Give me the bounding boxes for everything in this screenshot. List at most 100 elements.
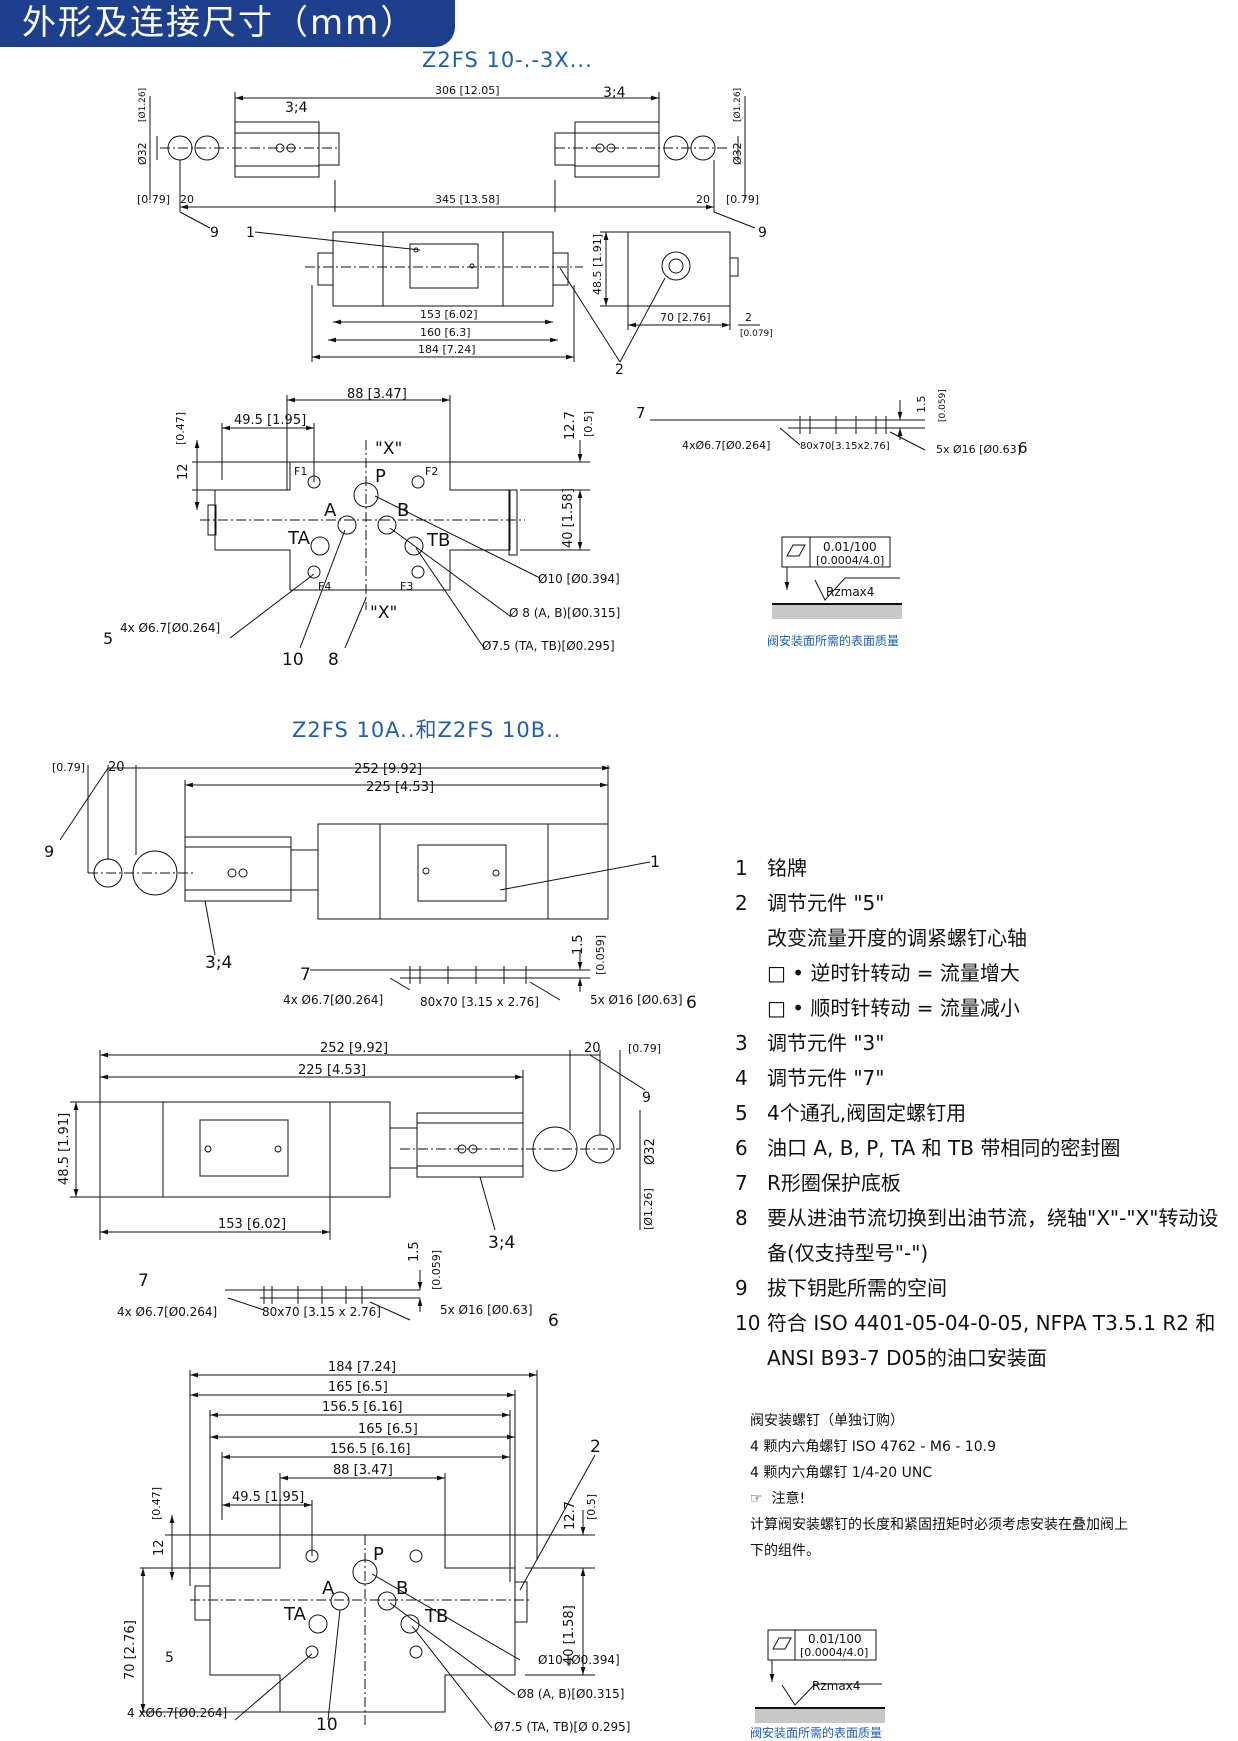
s1-dim-160: 160 [6.3]	[420, 326, 471, 339]
s1-port-face	[192, 395, 590, 649]
s2-top-view	[59, 765, 651, 956]
s1-dim-495: 49.5 [1.95]	[234, 413, 306, 428]
section2-title: Z2FS 10A..和Z2FS 10B..	[292, 718, 562, 742]
s1-dim-40: 40 [1.58]	[561, 488, 576, 548]
s1-plate-label-6: 6	[1018, 439, 1028, 457]
mounting-notes: 阀安装螺钉（单独订购） 4 颗内六角螺钉 ISO 4762 - M6 - 10.…	[750, 1408, 1128, 1564]
s1-port-a	[337, 515, 357, 535]
s1-label-9a: 9	[210, 225, 219, 241]
s1-label-5: 5	[103, 629, 113, 648]
s1-dim-d126a: [Ø1.26]	[137, 88, 148, 122]
s2-mid-view	[70, 1050, 646, 1240]
s1-dim-153: 153 [6.02]	[420, 308, 478, 321]
s2-plate1-80x70: 80x70 [3.15 x 2.76]	[420, 995, 539, 1009]
s1-axis-x-top: "X"	[375, 439, 402, 459]
s2-bot-port-ta: TA	[283, 1604, 307, 1625]
s1-surface-caption: 阀安装面所需的表面质量	[767, 634, 900, 648]
s2-bot-port-p: P	[373, 1544, 384, 1565]
s1-label-1: 1	[246, 225, 255, 241]
s2-bot-dim-1565a: 156.5 [6.16]	[322, 1400, 402, 1415]
s1-axis-x-bottom: "X"	[370, 603, 397, 623]
s2-bot-dim-4x: 4 xØ6.7[Ø0.264]	[127, 1706, 227, 1720]
s1-plate-80x70: 80x70[3.15x2.76]	[800, 441, 890, 452]
s1-label-8: 8	[328, 650, 339, 670]
s2-label-1: 1	[650, 852, 660, 871]
s2-plate2-15: 1.5	[407, 1241, 422, 1262]
s1-dim-4x: 4x Ø6.7[Ø0.264]	[120, 621, 220, 635]
s2-bot-dim-1565b: 156.5 [6.16]	[330, 1442, 410, 1457]
s1-dim-0079: [0.079]	[740, 329, 773, 339]
s2-mid-dim-d126: [Ø1.26]	[642, 1188, 655, 1230]
s2-bot-dim-05: [0.5]	[585, 1494, 598, 1520]
s2-plate1-059: [0.059]	[594, 935, 607, 975]
s2-plate1-4x: 4x Ø6.7[Ø0.264]	[283, 993, 383, 1007]
pointing-hand-icon: ☞	[750, 1491, 763, 1507]
legend-item: □ • 逆时针转动 = 流量增大	[767, 961, 1020, 985]
s2-bot-dim-88: 88 [3.47]	[333, 1463, 393, 1478]
s2-bot-dim-d10: Ø10 [Ø0.394]	[538, 1653, 620, 1667]
s2-mid-dim-485: 48.5 [1.91]	[57, 1113, 72, 1185]
s1-label-9b: 9	[758, 225, 767, 241]
s1-dim-05: [0.5]	[582, 411, 595, 437]
notes-line: 计算阀安装螺钉的长度和紧固扭矩时必须考虑安装在叠加阀上	[750, 1517, 1128, 1533]
s2-mid-dim-252: 252 [9.92]	[320, 1041, 388, 1056]
s1-dim-306: 306 [12.05]	[435, 84, 500, 97]
s2-plate2-80x70: 80x70 [3.15 x 2.76]	[262, 1305, 381, 1319]
s1-front-view	[254, 231, 666, 363]
s2-plate2-4x: 4x Ø6.7[Ø0.264]	[117, 1305, 217, 1319]
s1-dim-d8: Ø 8 (A, B)[Ø0.315]	[509, 606, 620, 620]
s1-plate-label-7: 7	[636, 404, 646, 422]
s2-label-34: 3;4	[205, 953, 232, 973]
s1-label-34a: 3;4	[285, 100, 308, 116]
s2-dim-225: 225 [4.53]	[366, 780, 434, 795]
s1-dim-2: 2	[745, 311, 752, 324]
s2-bot-port-a: A	[322, 1578, 335, 1599]
s2-plate1-5x: 5x Ø16 [Ø0.63]	[590, 993, 683, 1007]
s1-dim-d32a: Ø32	[136, 142, 149, 165]
s1-port-label-b: B	[397, 500, 409, 521]
s2-bot-dim-127: 12.7	[563, 1501, 578, 1530]
s2-bot-label-10: 10	[316, 1715, 338, 1735]
s2-plate2-059: [0.059]	[430, 1250, 443, 1290]
s1-dim-20b: 20	[696, 193, 710, 206]
s1-label-34b: 3;4	[603, 85, 626, 101]
s1-dim-d126b: [Ø1.26]	[732, 88, 743, 122]
s1-plate-4x: 4xØ6.7[Ø0.264]	[682, 439, 770, 452]
s1-port-label-ta: TA	[287, 528, 311, 549]
legend-item: 改变流量开度的调紧螺钉心轴	[767, 926, 1027, 950]
s2-mid-dim-d32: Ø32	[643, 1138, 658, 1165]
s1-port-label-a: A	[324, 500, 337, 521]
s2-label-9: 9	[44, 842, 54, 861]
s1-dim-70: 70 [2.76]	[660, 311, 711, 324]
s1-dim-127: 12.7	[563, 411, 578, 440]
s1-dim-20a: 20	[180, 193, 194, 206]
s2-surface-flatness: 0.01/100	[808, 1632, 862, 1646]
s1-port-label-tb: TB	[426, 530, 450, 551]
s1-dim-88: 88 [3.47]	[347, 387, 407, 402]
s1-dim-184: 184 [7.24]	[418, 343, 476, 356]
notes-attention: ☞ 注意!	[750, 1491, 806, 1507]
s2-plate2-label-6: 6	[548, 1311, 559, 1331]
s1-dim-047: [0.47]	[174, 412, 187, 445]
s1-port-label-p: P	[375, 466, 386, 487]
s2-bot-dim-70: 70 [2.76]	[123, 1620, 138, 1680]
s2-bot-dim-d8: Ø8 (A, B)[Ø0.315]	[517, 1687, 625, 1701]
s2-surface-roughness: Rzmax4	[812, 1679, 860, 1693]
s1-dim-485: 48.5 [1.91]	[591, 234, 604, 295]
s2-bot-dim-165b: 165 [6.5]	[358, 1422, 418, 1437]
s1-dim-12: 12	[176, 463, 191, 480]
legend-item: 备(仅支持型号"-")	[767, 1241, 929, 1265]
notes-line: 阀安装螺钉（单独订购）	[750, 1413, 904, 1429]
s2-mid-dim-079: [0.79]	[628, 1042, 661, 1055]
s2-plate2-5x: 5x Ø16 [Ø0.63]	[440, 1303, 533, 1317]
notes-line: 4 颗内六角螺钉 1/4-20 UNC	[750, 1465, 933, 1481]
s1-dim-d10: Ø10 [Ø0.394]	[538, 572, 620, 586]
